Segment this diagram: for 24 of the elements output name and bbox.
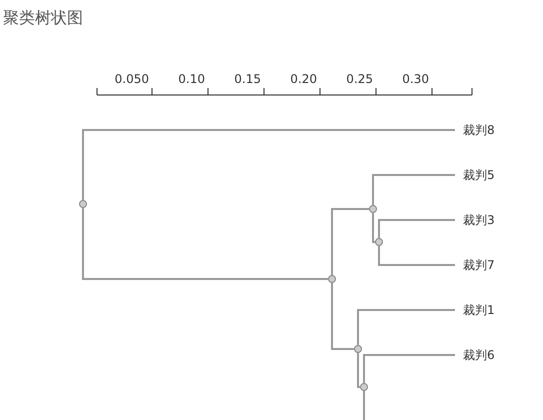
tree-branch [357,309,455,345]
tree-branch [372,174,455,205]
tree-branch [372,213,375,243]
chart-title: 聚类树状图 [3,8,83,28]
tree-branch [357,353,360,388]
tree-branch [378,219,455,238]
tree-branch [331,208,369,275]
tree-branch [378,246,455,266]
axis-tick-label: 0.15 [233,72,261,86]
axis-tick-label: 0.25 [345,72,373,86]
tree-branch [363,354,455,383]
leaf-label: 裁判7 [463,257,495,273]
tree-branch [331,283,354,350]
leaf-label: 裁判5 [463,167,495,183]
tree-branch [363,391,365,420]
leaf-label: 裁判3 [463,212,495,228]
axis-tick-label: 0.10 [177,72,205,86]
leaf-label: 裁判6 [463,347,495,363]
axis-tick-label: 0.050 [114,72,149,86]
axis-tick-label: 0.20 [289,72,317,86]
tree-branch [82,129,455,200]
axis-tick-label: 0.30 [401,72,429,86]
leaf-label: 裁判8 [463,122,495,138]
leaf-label: 裁判1 [463,302,495,318]
